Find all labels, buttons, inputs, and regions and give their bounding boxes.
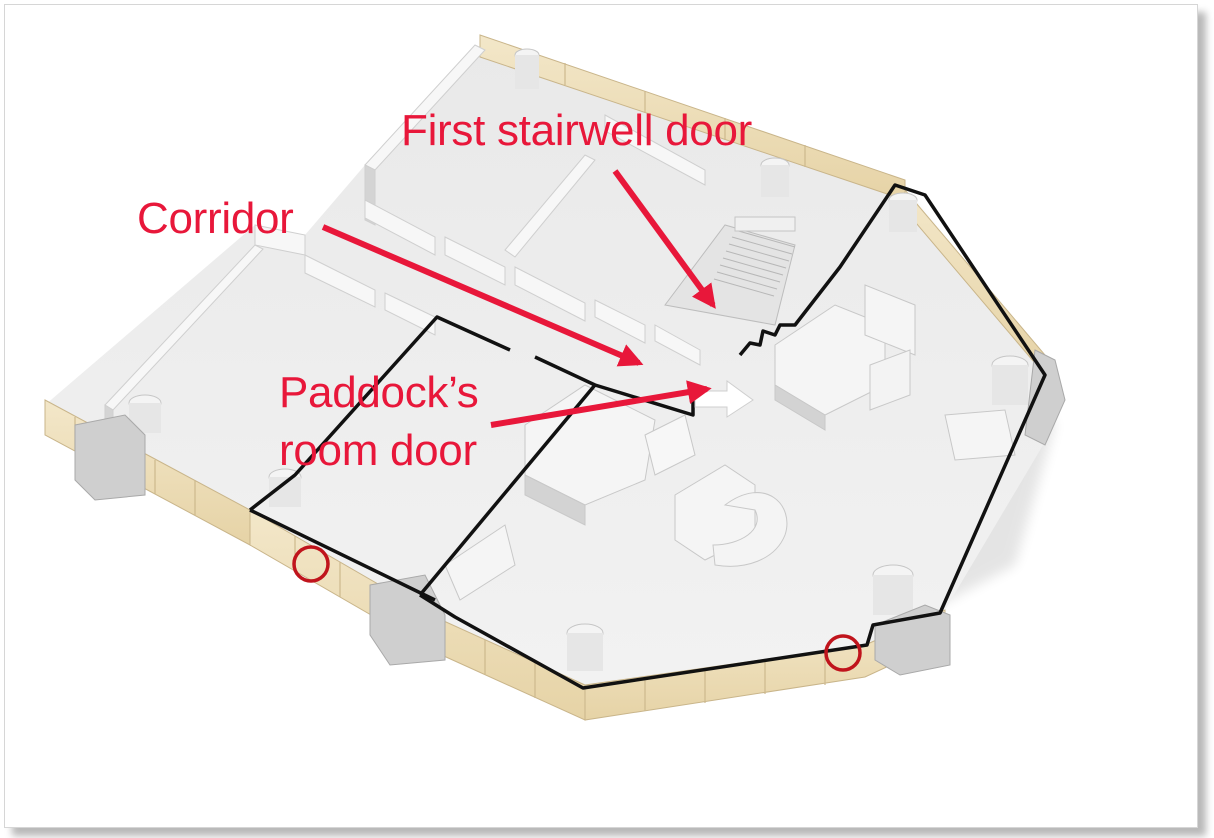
direction-arrow-icon: [694, 380, 754, 418]
label-first-stairwell-door: First stairwell door: [401, 106, 752, 155]
paddocks-door-arrow: [490, 380, 712, 428]
corner-piers: [74, 349, 1066, 676]
back-room-walls: [104, 44, 706, 446]
columns: [128, 48, 1029, 671]
marker-circle-icon: [292, 545, 330, 583]
label-paddocks-room-door-line2: room door: [279, 426, 477, 475]
annotation-arrows: [321, 169, 716, 428]
stairwell-door-arrow: [612, 169, 716, 309]
corridor-arrow: [321, 224, 644, 367]
interior-blocks: [444, 284, 1016, 601]
marker-circle-icon: [824, 634, 862, 672]
floor-plan-render: [44, 34, 1066, 721]
diagram-frame: First stairwell door Corridor Paddock’s …: [4, 4, 1198, 828]
label-corridor: Corridor: [137, 194, 294, 243]
zone-outline: [419, 183, 1047, 690]
label-paddocks-room-door-line1: Paddock’s: [279, 368, 479, 417]
